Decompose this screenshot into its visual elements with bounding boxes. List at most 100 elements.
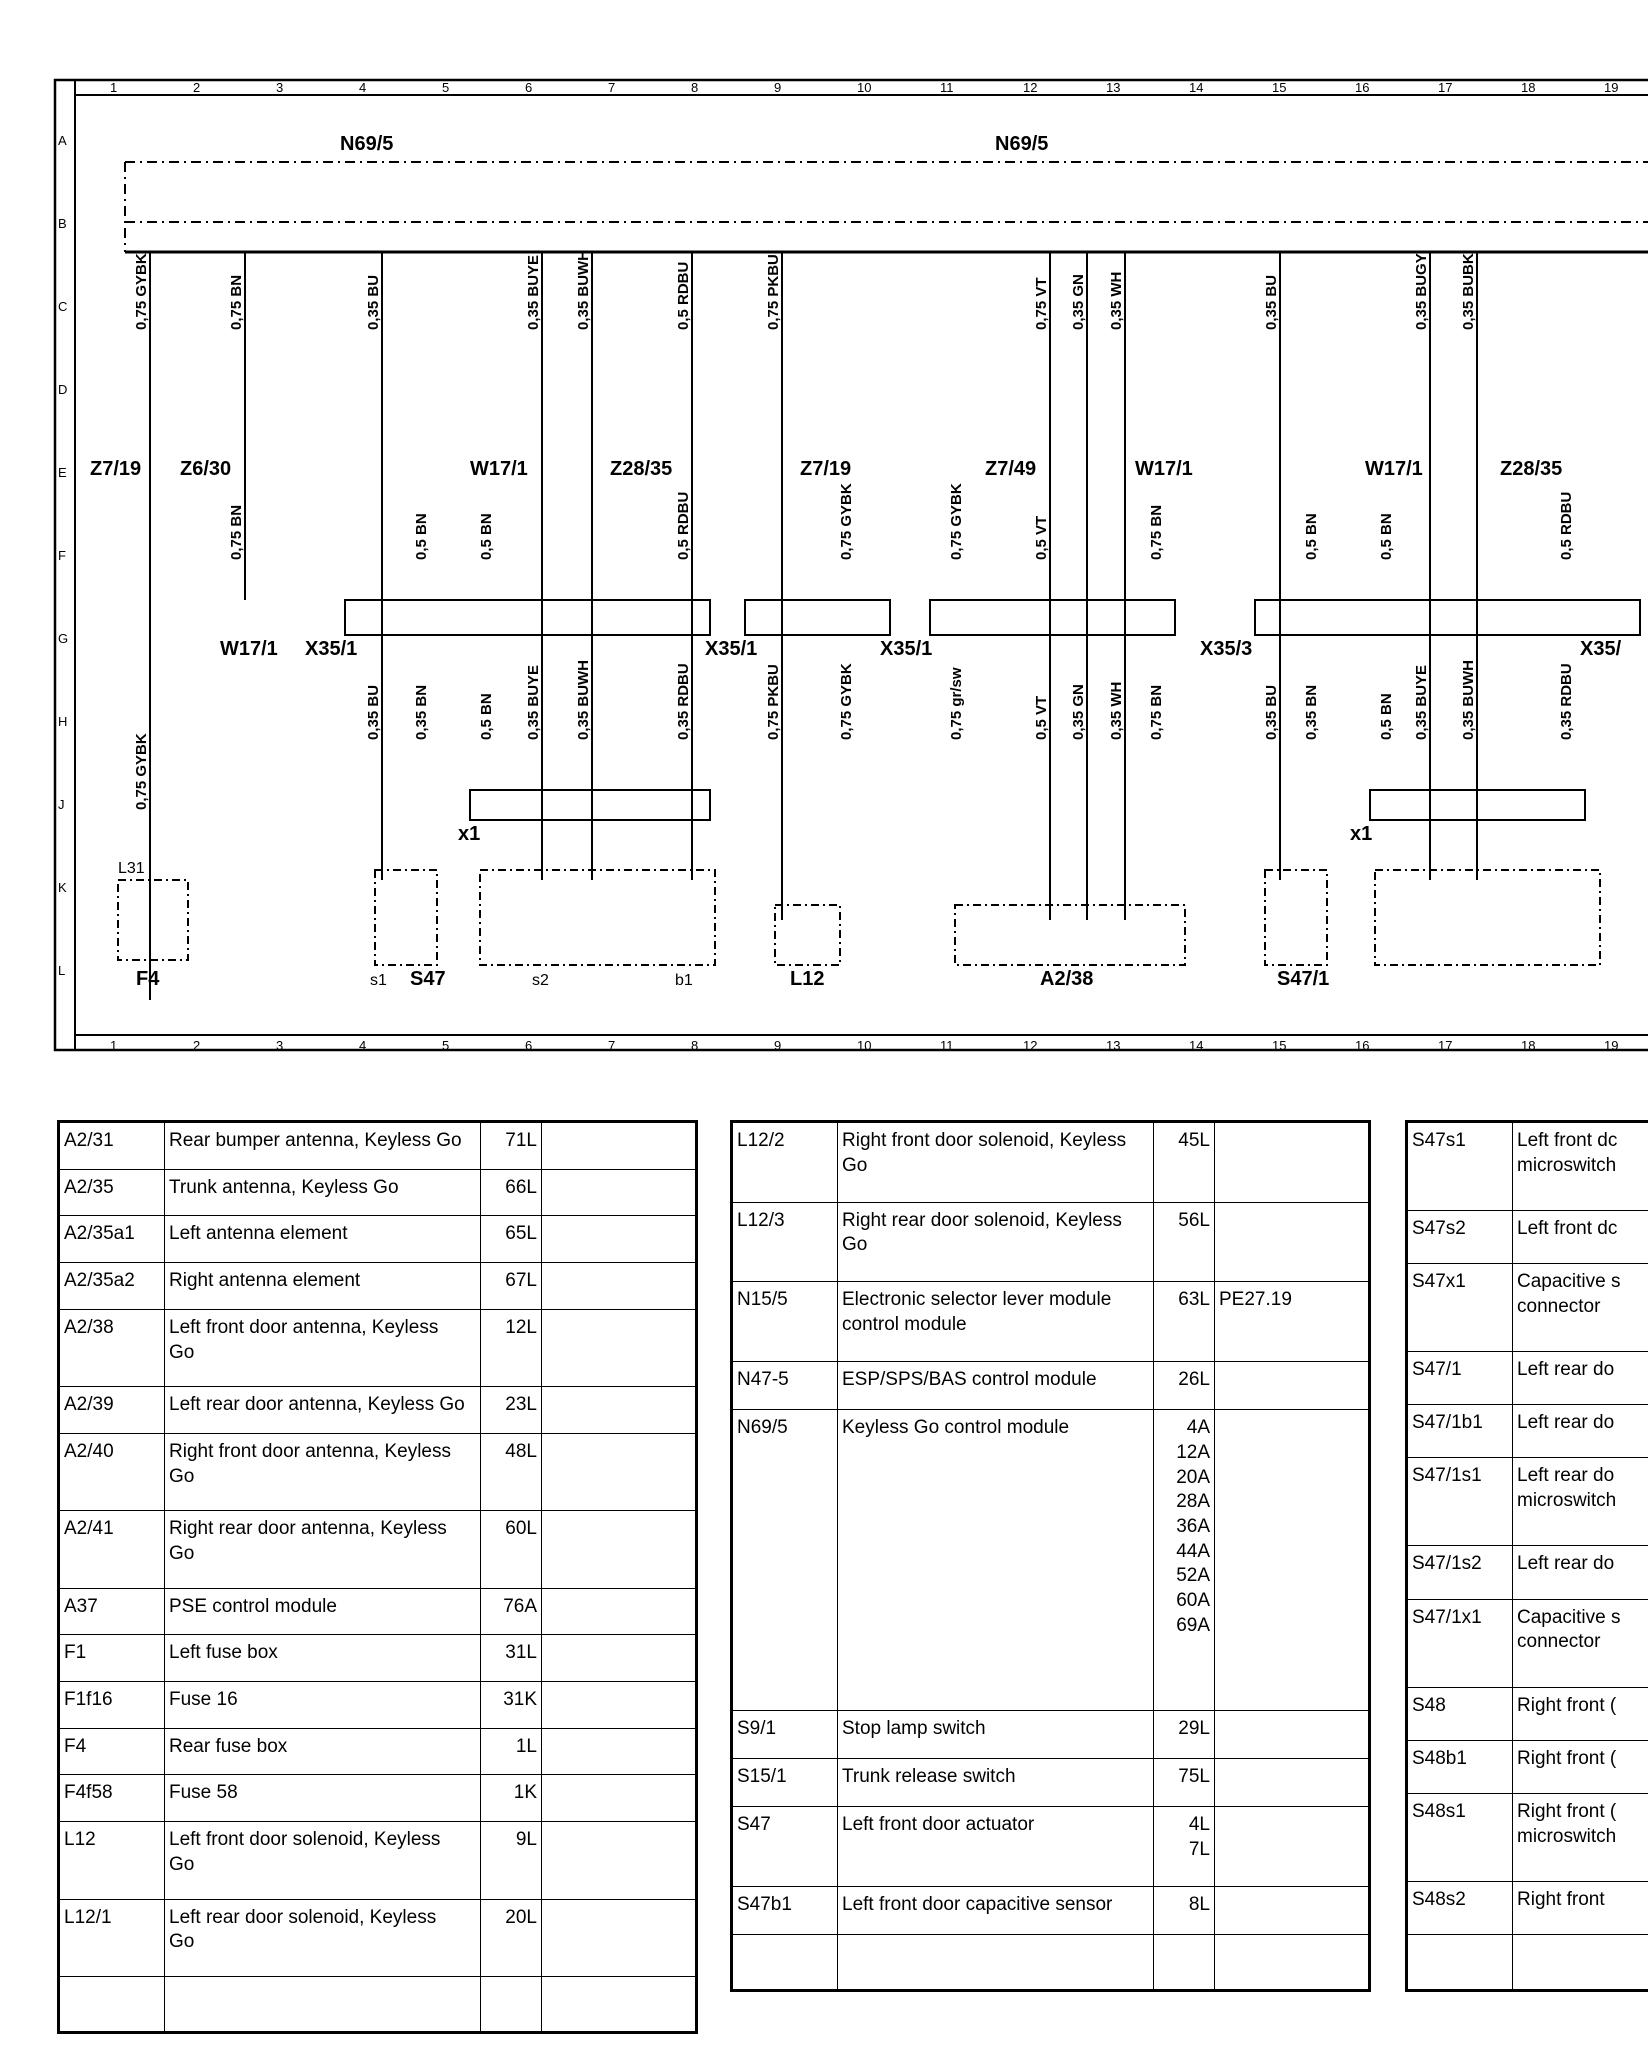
label-l31: L31 (118, 860, 145, 877)
legend-desc: Capacitive s connector (1512, 1598, 1648, 1688)
connector-x35-1-b (744, 599, 891, 636)
legend-loc: 48L (480, 1432, 542, 1512)
legend-code: S47/1s1 (1407, 1457, 1513, 1547)
legend-desc: Stop lamp switch (837, 1709, 1154, 1759)
wire-label: 0,75 GYBK (133, 733, 150, 810)
legend-ref (541, 1821, 696, 1900)
legend-desc: Right antenna element (164, 1262, 481, 1310)
wire-label: 0,35 BUWH (575, 250, 592, 330)
legend-code: S47/1 (1407, 1351, 1513, 1406)
wire-label: 0,35 BUWH (575, 660, 592, 740)
legend-blank-row (732, 1934, 1369, 1990)
legend-code: F1 (59, 1634, 165, 1683)
label-x35-3: X35/3 (1200, 638, 1252, 660)
wire-group (149, 252, 1478, 1000)
wire-label: 0,75 VT (1033, 277, 1050, 330)
wiring-diagram: N69/5 N69/5 Z7/19 Z6/30 W17/1 W17/1 W17/… (53, 78, 1648, 1053)
wire-label: 0,35 BU (1263, 275, 1280, 330)
legend-code: L12/2 (732, 1122, 838, 1203)
legend-ref (1214, 1709, 1369, 1759)
legend-loc: 26L (1153, 1361, 1215, 1411)
legend-code: L12 (59, 1821, 165, 1900)
grid-row-label: G (58, 631, 68, 646)
legend-code: N69/5 (732, 1409, 838, 1711)
wire-label: 0,75 BN (228, 505, 245, 560)
legend-code: F1f16 (59, 1681, 165, 1729)
label-a2-38: A2/38 (1040, 968, 1093, 990)
legend-desc: Right front door antenna, Keyless Go (164, 1432, 481, 1512)
wire-label: 0,75 GYBK (948, 483, 965, 560)
wire-label: 0,75 PKBU (765, 254, 782, 330)
legend-desc: Right front ( microswitch (1512, 1792, 1648, 1882)
grid-col-label: 4 (359, 1038, 366, 1053)
legend-loc: 23L (480, 1386, 542, 1434)
grid-col-label: 2 (193, 1038, 200, 1053)
grid-col-label: 14 (1189, 80, 1203, 95)
legend-loc: 71L (480, 1122, 542, 1170)
grid-col-label: 12 (1023, 1038, 1037, 1053)
legend-desc: Left front door solenoid, Keyless Go (164, 1821, 481, 1900)
grid-col-label: 2 (193, 80, 200, 95)
label-x35-1-a: X35/1 (305, 638, 357, 660)
grid-row-label: D (58, 382, 67, 397)
legend-blank-row (1407, 1934, 1648, 1990)
legend-desc: Left rear door antenna, Keyless Go (164, 1386, 481, 1434)
connector-x1-left (469, 789, 711, 821)
wire-label: 0,5 VT (1033, 696, 1050, 740)
legend-desc: Left front door capacitive sensor (837, 1885, 1154, 1936)
legend-desc: Keyless Go control module (837, 1409, 1154, 1711)
legend-desc: Trunk antenna, Keyless Go (164, 1168, 481, 1217)
grid-col-label: 5 (442, 1038, 449, 1053)
label-x35-1-c: X35/1 (880, 638, 932, 660)
legend-blank-cell (59, 1976, 165, 2032)
label-w17-1-e2: W17/1 (1135, 458, 1193, 480)
label-s2: s2 (532, 972, 549, 989)
legend-ref (541, 1681, 696, 1729)
grid-col-label: 15 (1272, 1038, 1286, 1053)
wire-label: 0,5 BN (478, 513, 495, 560)
legend-code: N47-5 (732, 1361, 838, 1411)
legend-loc: 1L (480, 1727, 542, 1776)
grid-col-label: 1 (110, 1038, 117, 1053)
legend-code: S47s1 (1407, 1122, 1513, 1211)
legend-blank-cell (541, 1976, 696, 2032)
label-x1-left: x1 (458, 823, 480, 845)
legend-code: A2/40 (59, 1432, 165, 1512)
legend-ref (1214, 1122, 1369, 1203)
grid-col-label: 1 (110, 80, 117, 95)
legend-code: S47b1 (732, 1885, 838, 1936)
legend-desc: PSE control module (164, 1587, 481, 1636)
grid-col-label: 10 (857, 80, 871, 95)
legend-desc: Left front door antenna, Keyless Go (164, 1308, 481, 1388)
legend-desc: Fuse 58 (164, 1774, 481, 1823)
legend-code: A37 (59, 1587, 165, 1636)
grid-col-label: 16 (1355, 80, 1369, 95)
legend-code: A2/35 (59, 1168, 165, 1217)
legend-code: S47x1 (1407, 1263, 1513, 1353)
wire-label: 0,5 BN (1378, 513, 1395, 560)
label-x1-right: x1 (1350, 823, 1372, 845)
legend-desc: Rear bumper antenna, Keyless Go (164, 1122, 481, 1170)
legend-blank-cell (480, 1976, 542, 2032)
connector-x35-3 (1254, 599, 1641, 636)
legend-ref (541, 1386, 696, 1434)
legend-loc: 4A 12A 20A 28A 36A 44A 52A 60A 69A (1153, 1409, 1215, 1711)
label-b1: b1 (675, 972, 693, 989)
legend-code: S48s2 (1407, 1880, 1513, 1936)
label-f4: F4 (136, 968, 160, 990)
wire-label: 0,35 BN (1303, 685, 1320, 740)
